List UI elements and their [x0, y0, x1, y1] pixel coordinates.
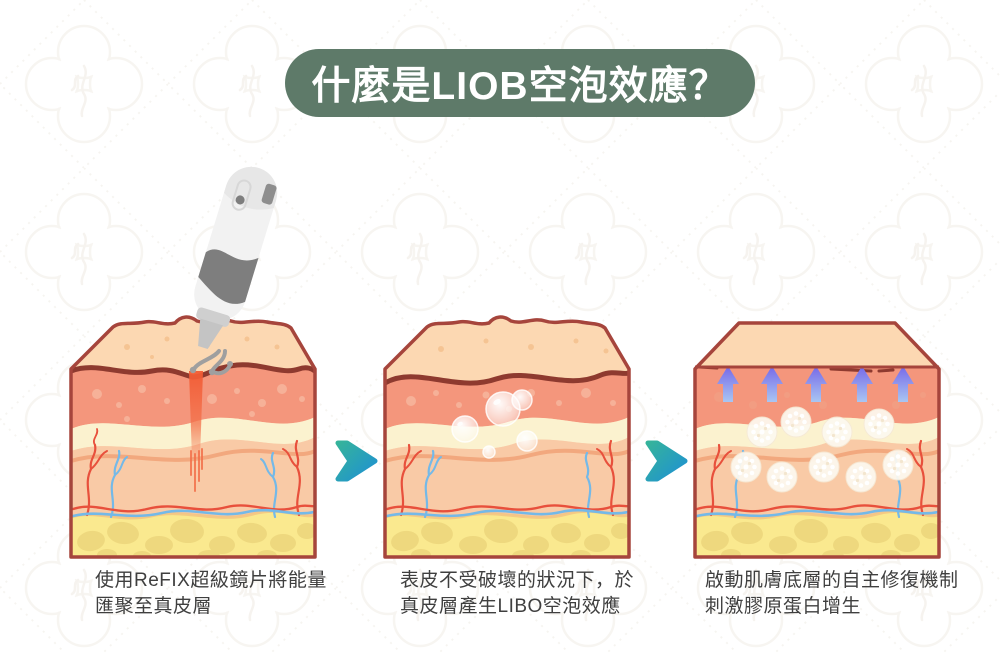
caption-line: 表皮不受破壞的狀況下，於	[400, 570, 635, 591]
caption-line: 使用ReFIX超級鏡片將能量	[95, 570, 327, 591]
caption-line: 匯聚至真皮層	[95, 596, 213, 617]
chevron-right-icon	[645, 440, 688, 482]
step3-caption: 啟動肌膚底層的自主修復機制 刺激膠原蛋白增生	[705, 568, 1000, 620]
skin-block-outline	[69, 315, 317, 559]
skin-surface-line	[385, 370, 629, 386]
skin-block-outline	[693, 321, 941, 559]
skin-diagram-step2	[383, 315, 631, 559]
skin-diagram-step1	[69, 166, 317, 559]
caption-line: 刺激膠原蛋白增生	[705, 596, 862, 617]
fat-cells	[391, 518, 629, 557]
caption-line: 真皮層產生LIBO空泡效應	[400, 596, 621, 617]
skin-diagram-step3	[693, 321, 941, 559]
skin-block-outline	[383, 315, 631, 559]
title-banner: 什麼是LIOB空泡效應？	[285, 49, 755, 117]
chevron-right-icon	[335, 440, 378, 482]
blood-vessels	[71, 428, 315, 519]
laser-beam	[189, 371, 203, 492]
skin-surface-line	[71, 362, 315, 380]
up-arrow-icons	[717, 366, 914, 402]
collagen-balls	[730, 406, 914, 493]
page-title: 什麼是LIOB空泡效應？	[311, 65, 729, 108]
fat-cells	[77, 518, 315, 557]
caption-line: 啟動肌膚底層的自主修復機制	[705, 570, 959, 591]
cavitation-bubbles	[451, 389, 538, 459]
step2-caption: 表皮不受破壞的狀況下，於 真皮層產生LIBO空泡效應	[400, 568, 700, 620]
blood-vessels	[385, 439, 629, 519]
step1-caption: 使用ReFIX超級鏡片將能量 匯聚至真皮層	[95, 568, 395, 620]
laser-handpiece	[189, 166, 278, 376]
